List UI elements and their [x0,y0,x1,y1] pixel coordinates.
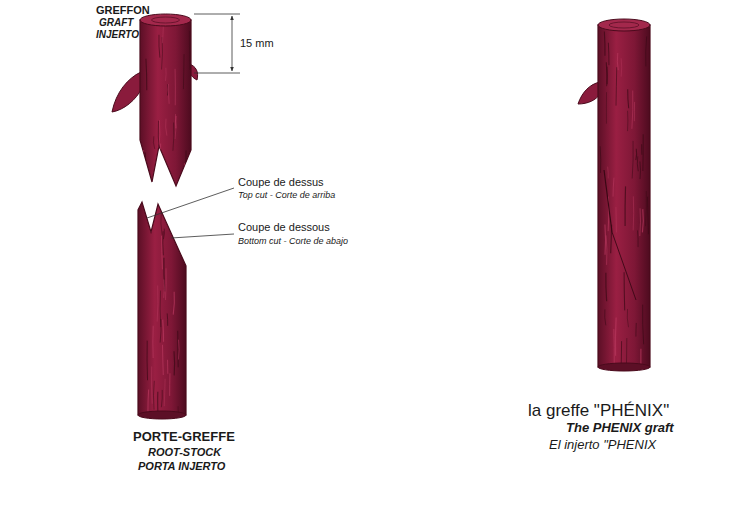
wood-streak [641,144,642,155]
wood-streak [162,26,164,43]
wood-streak [142,150,144,161]
wood-streak [162,320,164,342]
wood-streak [153,136,154,149]
wood-streak [627,89,629,108]
wood-streak [167,313,169,325]
wood-streak [164,379,166,407]
wood-streak [637,156,639,171]
part-name: INJERTO [96,29,139,41]
wood-streak [624,186,626,226]
wood-streak [163,279,165,297]
wood-streak [634,102,635,121]
title-label: El injerto "PHENIX [549,438,656,453]
wood-streak [151,366,153,403]
wood-streak [604,32,606,56]
phenix-graft [578,19,650,382]
wood-streak [642,134,643,171]
wood-streak [642,209,644,232]
dimension: 15 mm [240,37,274,50]
wood-streak [145,152,147,180]
wood-streak [606,92,607,124]
wood-streak [145,59,147,90]
wood-streak [167,360,168,374]
title-label: la greffe "PHÉNIX" [528,401,669,421]
wood-streak [632,141,633,179]
wood-streak [615,207,617,233]
wood-streak [161,390,163,407]
wood-streak [645,191,647,226]
wood-streak [175,69,176,105]
wood-streak [161,212,162,235]
wood-streak [627,111,628,131]
wood-streak [615,317,617,355]
part-name: GREFFON [96,4,150,17]
wood-streak [153,381,155,410]
wood-streak [189,31,191,70]
wood-streak [647,197,649,234]
wood-streak [605,309,606,325]
wood-streak [161,236,163,270]
wood-streak [183,54,185,89]
wood-streak [624,272,626,310]
wood-streak [168,84,170,104]
wood-streak [147,341,149,381]
wood-streak [157,286,159,322]
wood-streak [608,43,610,65]
wood-streak [645,36,647,66]
wood-streak [639,208,641,236]
wood-streak [639,161,641,179]
wood-streak [184,163,186,175]
part-name: PORTA INJERTO [138,460,225,473]
wood-streak [169,373,170,396]
wood-streak [643,305,644,345]
wood-streak [165,268,167,300]
wood-streak [160,143,162,165]
wood-streak [162,231,164,255]
cut-label: Coupe de dessus [238,176,324,189]
rootstock [138,202,186,423]
cut-label: Top cut - Corte de arriba [238,190,335,200]
wood-streak [621,58,623,76]
cut-label: Bottom cut - Corte de abajo [238,236,348,246]
wood-streak [613,329,614,366]
wood-streak [605,273,607,302]
dimension-15mm [194,14,240,73]
wood-streak [175,114,176,139]
wood-streak [177,331,179,368]
wood-streak [607,167,609,179]
wood-streak [633,196,635,230]
wood-streak [635,323,636,337]
wood-streak [606,67,608,87]
wood-streak [163,229,164,239]
wood-streak [166,119,167,136]
part-name: ROOT-STOCK [148,446,221,459]
wood-streak [165,68,167,81]
wood-streak [635,149,637,160]
wood-streak [613,178,615,197]
wood-streak [604,225,606,255]
part-name: PORTE-GREFFE [133,430,235,445]
leader-lines [147,188,234,238]
wood-streak [637,230,639,247]
wood-streak [173,351,175,375]
title-label: The PHENIX graft [566,421,674,436]
wood-streak [606,235,608,265]
cut-label: Coupe de dessous [238,221,330,234]
wood-streak [159,35,160,58]
wood-streak [631,91,633,129]
wood-streak [160,319,162,343]
wood-streak [627,309,628,327]
wood-streak [617,53,619,70]
wood-streak [616,67,618,105]
wood-streak [600,146,602,173]
wood-streak [152,326,153,358]
wood-streak [173,292,174,315]
wood-streak [158,121,159,152]
part-name: GRAFT [99,17,133,29]
wood-streak [185,151,186,172]
wood-streak [178,340,180,360]
wood-streak [172,123,174,151]
wood-streak [162,345,164,375]
